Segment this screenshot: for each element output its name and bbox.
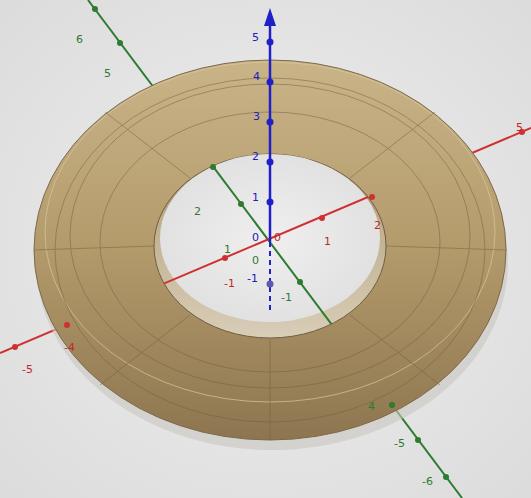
z-tick-label: 1 <box>252 192 259 204</box>
y-tick-label: -6 <box>422 476 433 488</box>
y-tick-label: 0 <box>252 255 259 267</box>
x-tick-label: -1 <box>224 278 235 290</box>
x-tick-label: 2 <box>374 220 381 232</box>
x-tick-label: -5 <box>22 364 33 376</box>
y-tick-label: 5 <box>104 68 111 80</box>
y-tick-label: 4 <box>368 401 375 413</box>
z-tick-label: 5 <box>252 32 259 44</box>
x-tick-label: -4 <box>64 342 75 354</box>
tick-marks <box>12 6 525 480</box>
z-tick-label: 4 <box>253 71 260 83</box>
z-tick-label: -1 <box>247 273 258 285</box>
z-axis <box>264 8 276 312</box>
y-tick-label: 6 <box>76 34 83 46</box>
x-tick-label: 0 <box>274 232 281 244</box>
x-tick-label: 5 <box>516 122 523 134</box>
z-tick-label: 3 <box>253 111 260 123</box>
y-tick-label: -5 <box>394 438 405 450</box>
y-tick-label: 2 <box>194 206 201 218</box>
z-tick-label: 2 <box>252 151 259 163</box>
z-tick-label: 0 <box>252 232 259 244</box>
y-tick-label: -1 <box>281 292 292 304</box>
x-tick-label: 1 <box>324 236 331 248</box>
y-tick-label: 1 <box>224 244 231 256</box>
